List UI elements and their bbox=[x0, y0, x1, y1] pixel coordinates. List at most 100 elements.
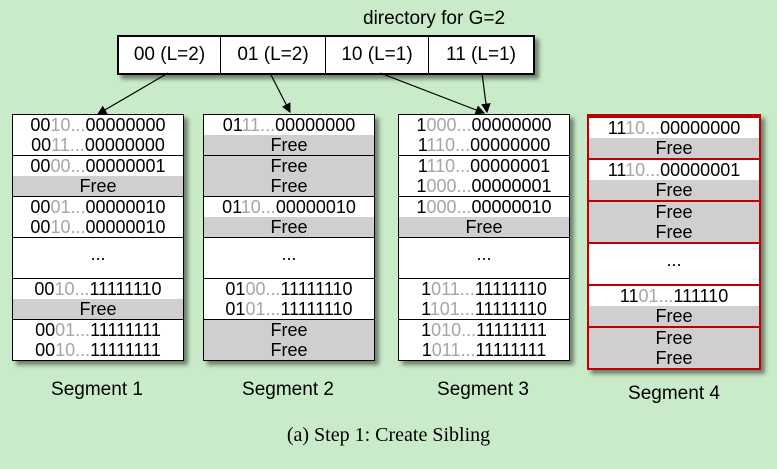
key-suf: 11111110 bbox=[474, 279, 547, 299]
key-mid: 10... bbox=[625, 118, 661, 138]
key-suf: 00000010 bbox=[275, 197, 356, 217]
key-mid: 010... bbox=[431, 320, 477, 340]
ellipsis-bucket: ... bbox=[666, 250, 682, 270]
key-suf: 00000001 bbox=[85, 156, 166, 176]
key-pre: 00 bbox=[35, 320, 56, 340]
key-mid: 11... bbox=[51, 135, 85, 155]
bucket: ... bbox=[589, 242, 759, 284]
key-pre: 00 bbox=[34, 279, 55, 299]
hash-key-slot: 1110...00000001 bbox=[589, 160, 759, 180]
directory-entry-00: 00 (L=2) bbox=[133, 44, 206, 65]
hash-key-slot: 0011...00000000 bbox=[13, 135, 183, 155]
key-suf: 00000001 bbox=[660, 160, 741, 180]
hash-key-slot: 1101...111110 bbox=[589, 286, 759, 306]
directory-entry-01: 01 (L=2) bbox=[220, 37, 325, 73]
key-mid: 01... bbox=[50, 197, 86, 217]
ellipsis-bucket: ... bbox=[281, 244, 297, 264]
free-slot: Free bbox=[399, 217, 569, 237]
key-pre: 01 bbox=[222, 115, 242, 135]
key-mid: 101... bbox=[429, 299, 475, 319]
hash-key-slot: 0010...00000000 bbox=[13, 115, 183, 135]
key-suf: 11111110 bbox=[89, 279, 162, 299]
directory-table: 00 (L=2) 01 (L=2) 10 (L=1) 11 (L=1) bbox=[117, 35, 535, 75]
hash-key-slot: 0010...11111110 bbox=[13, 279, 183, 299]
key-mid: 10... bbox=[55, 340, 91, 360]
free-slot: Free bbox=[589, 138, 759, 158]
free-slot: Free bbox=[589, 348, 759, 368]
key-pre: 11 bbox=[607, 118, 626, 138]
arrow-01-to-segment-2 bbox=[269, 72, 291, 114]
directory-entry-11: 11 (L=1) bbox=[428, 37, 533, 73]
key-pre: 1 bbox=[421, 299, 430, 319]
hash-key-slot: 1110...00000001 bbox=[399, 156, 569, 176]
free-slot: Free bbox=[204, 320, 374, 340]
bucket: ... bbox=[13, 237, 183, 278]
key-mid: 10... bbox=[50, 115, 86, 135]
key-pre: 1 bbox=[416, 197, 427, 217]
figure-caption: (a) Step 1: Create Sibling bbox=[286, 424, 491, 446]
free-slot: Free bbox=[204, 340, 374, 360]
key-suf: 00000010 bbox=[85, 197, 166, 217]
free-slot: Free bbox=[204, 156, 374, 176]
free-slot: Free bbox=[13, 176, 183, 196]
key-pre: 01 bbox=[222, 197, 241, 217]
key-mid: 011... bbox=[431, 340, 476, 360]
hash-key-slot: 0100...11111110 bbox=[204, 279, 374, 299]
key-suf: 00000000 bbox=[275, 115, 356, 135]
hash-key-slot: 1101...11111110 bbox=[399, 299, 569, 319]
free-slot: Free bbox=[13, 299, 183, 319]
key-mid: 01... bbox=[55, 320, 91, 340]
free-slot: Free bbox=[589, 202, 759, 222]
hash-key-slot: 0010...11111111 bbox=[13, 340, 183, 360]
key-suf: 00000000 bbox=[470, 135, 551, 155]
hash-key-slot: 0110...00000010 bbox=[204, 197, 374, 217]
directory-entry-10: 10 (L=1) bbox=[325, 37, 428, 73]
arrow-00-to-segment-1 bbox=[96, 72, 169, 115]
hash-key-slot: 1110...00000000 bbox=[399, 135, 569, 155]
free-slot: Free bbox=[589, 306, 759, 326]
key-pre: 1 bbox=[416, 115, 427, 135]
key-suf: 11111111 bbox=[476, 320, 547, 340]
key-suf: 11111111 bbox=[90, 340, 161, 360]
bucket: ... bbox=[204, 237, 374, 278]
key-pre: 1 bbox=[421, 340, 432, 360]
hash-key-slot: 1011...11111111 bbox=[399, 340, 569, 360]
key-suf: 00000001 bbox=[470, 156, 551, 176]
key-suf: 00000010 bbox=[85, 217, 166, 237]
segment-2-label: Segment 2 bbox=[242, 379, 334, 400]
free-slot: Free bbox=[204, 217, 374, 237]
hash-key-slot: 0101...11111110 bbox=[204, 299, 374, 319]
hash-key-slot: 1000...00000000 bbox=[399, 115, 569, 135]
key-mid: 110... bbox=[426, 156, 471, 176]
key-suf: 00000000 bbox=[84, 135, 165, 155]
key-pre: 11 bbox=[619, 286, 639, 306]
key-mid: 110... bbox=[426, 135, 471, 155]
key-suf: 00000000 bbox=[471, 115, 552, 135]
key-suf: 11111110 bbox=[474, 299, 547, 319]
key-mid: 11... bbox=[241, 115, 276, 135]
key-mid: 01... bbox=[245, 299, 281, 319]
free-slot: Free bbox=[589, 222, 759, 242]
arrow-11-to-segment-3 bbox=[481, 72, 491, 114]
hash-key-slot: 0001...11111111 bbox=[13, 320, 183, 340]
key-pre: 1 bbox=[417, 135, 427, 155]
key-suf: 11111110 bbox=[280, 299, 353, 319]
arrow-10-to-segment-3 bbox=[379, 72, 486, 115]
